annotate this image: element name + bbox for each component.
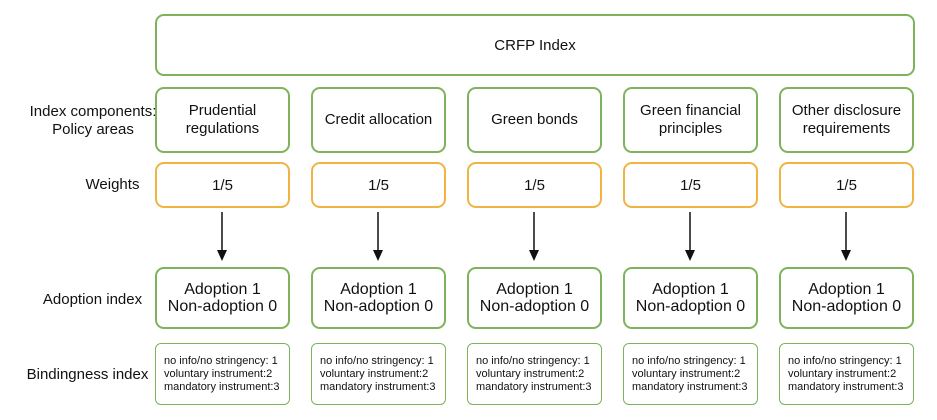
component-box: Prudential regulations [155, 87, 290, 153]
adoption-box: Adoption 1 Non-adoption 0 [155, 267, 290, 329]
bind-no-info-line: no info/no stringency: 1 [476, 354, 590, 367]
component-label: Credit allocation [324, 111, 433, 128]
down-arrow-icon [841, 212, 851, 261]
weight-box: 1/5 [311, 162, 446, 208]
weight-value: 1/5 [836, 176, 857, 194]
component-label: Green financial principles [640, 102, 741, 137]
bind-voluntary-line: voluntary instrument:2 [476, 367, 585, 380]
adoption-line: Adoption 1 [808, 281, 885, 298]
adoption-line: Adoption 1 [496, 281, 573, 298]
weight-box: 1/5 [467, 162, 602, 208]
non-adoption-line: Non-adoption 0 [791, 298, 902, 315]
down-arrow-icon [217, 212, 227, 261]
component-label: Green bonds [491, 111, 578, 128]
index-components-label: Index components: Policy areas [18, 103, 168, 139]
component-label: Other disclosure requirements [791, 102, 902, 137]
bindingness-box: no info/no stringency: 1 voluntary instr… [623, 343, 758, 405]
policy-areas-line: Policy areas [52, 121, 134, 138]
non-adoption-line: Non-adoption 0 [479, 298, 590, 315]
bindingness-box: no info/no stringency: 1 voluntary instr… [779, 343, 914, 405]
bind-no-info-line: no info/no stringency: 1 [632, 354, 746, 367]
adoption-line: Adoption 1 [184, 281, 261, 298]
down-arrow-icon [373, 212, 383, 261]
adoption-box: Adoption 1 Non-adoption 0 [467, 267, 602, 329]
index-components-line: Index components: [29, 103, 157, 120]
bind-voluntary-line: voluntary instrument:2 [164, 367, 273, 380]
weight-box: 1/5 [779, 162, 914, 208]
weight-box: 1/5 [155, 162, 290, 208]
bindingness-box: no info/no stringency: 1 voluntary instr… [311, 343, 446, 405]
component-label: Prudential regulations [185, 102, 260, 137]
crfp-index-box: CRFP Index [155, 14, 915, 76]
bind-no-info-line: no info/no stringency: 1 [320, 354, 434, 367]
bind-voluntary-line: voluntary instrument:2 [788, 367, 897, 380]
non-adoption-line: Non-adoption 0 [635, 298, 746, 315]
weights-label: Weights [85, 176, 140, 193]
adoption-index-label: Adoption index [42, 291, 143, 308]
bind-voluntary-line: voluntary instrument:2 [632, 367, 741, 380]
down-arrow-icon [529, 212, 539, 261]
adoption-box: Adoption 1 Non-adoption 0 [311, 267, 446, 329]
component-box: Green bonds [467, 87, 602, 153]
non-adoption-line: Non-adoption 0 [323, 298, 434, 315]
bindingness-box: no info/no stringency: 1 voluntary instr… [467, 343, 602, 405]
weight-box: 1/5 [623, 162, 758, 208]
component-box: Green financial principles [623, 87, 758, 153]
component-box: Credit allocation [311, 87, 446, 153]
bind-mandatory-line: mandatory instrument:3 [320, 380, 436, 393]
bindingness-index-label: Bindingness index [26, 366, 149, 383]
crfp-index-title: CRFP Index [494, 36, 576, 54]
weight-value: 1/5 [680, 176, 701, 194]
down-arrow-icon [685, 212, 695, 261]
weight-value: 1/5 [524, 176, 545, 194]
adoption-box: Adoption 1 Non-adoption 0 [623, 267, 758, 329]
bindingness-box: no info/no stringency: 1 voluntary instr… [155, 343, 290, 405]
bind-no-info-line: no info/no stringency: 1 [164, 354, 278, 367]
bind-mandatory-line: mandatory instrument:3 [788, 380, 904, 393]
component-box: Other disclosure requirements [779, 87, 914, 153]
bind-mandatory-line: mandatory instrument:3 [476, 380, 592, 393]
adoption-box: Adoption 1 Non-adoption 0 [779, 267, 914, 329]
bind-mandatory-line: mandatory instrument:3 [632, 380, 748, 393]
adoption-line: Adoption 1 [652, 281, 729, 298]
weight-value: 1/5 [212, 176, 233, 194]
bind-voluntary-line: voluntary instrument:2 [320, 367, 429, 380]
non-adoption-line: Non-adoption 0 [167, 298, 278, 315]
bind-no-info-line: no info/no stringency: 1 [788, 354, 902, 367]
adoption-line: Adoption 1 [340, 281, 417, 298]
bind-mandatory-line: mandatory instrument:3 [164, 380, 280, 393]
weight-value: 1/5 [368, 176, 389, 194]
